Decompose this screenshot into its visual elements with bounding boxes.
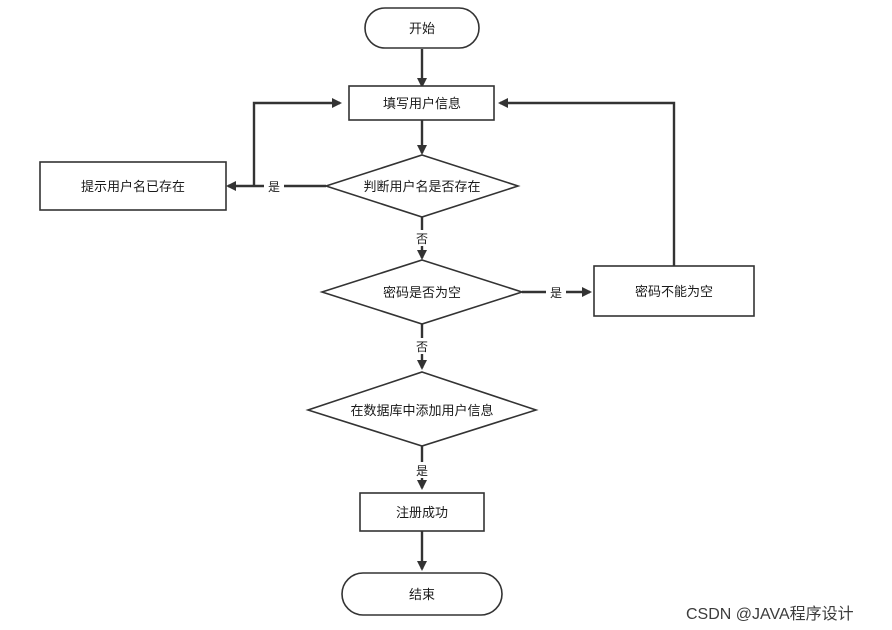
start-node (364, 7, 480, 49)
edge-label-pwd-yes: 是 (550, 286, 562, 300)
prompt-exists-label: 提示用户名已存在 (81, 179, 185, 195)
edge-label-exists-yes: 是 (268, 180, 280, 194)
pwd-empty-decision (319, 259, 525, 325)
success-node (359, 492, 485, 532)
db-add-decision (305, 371, 539, 447)
db-add-label: 在数据库中添加用户信息 (350, 403, 493, 419)
edge-label-pwd-no: 否 (416, 340, 428, 354)
pwd-cannot-empty-label: 密码不能为空 (635, 284, 713, 300)
edge-prompt-back-to-fill (252, 98, 342, 186)
label-bg (412, 462, 432, 478)
end-node (341, 572, 503, 616)
success-label: 注册成功 (396, 506, 448, 521)
edge-label-db-yes: 是 (416, 464, 428, 478)
fill-info-label: 填写用户信息 (383, 96, 461, 112)
check-exists-label: 判断用户名是否存在 (363, 179, 480, 195)
edge-label-exists-no: 否 (416, 232, 428, 246)
pwd-empty-label: 密码是否为空 (383, 285, 461, 301)
label-bg (264, 178, 284, 194)
pwd-cannot-empty-node (593, 265, 755, 317)
watermark-text: CSDN @JAVA程序设计 (686, 606, 854, 623)
prompt-exists-node (39, 161, 227, 211)
end-label: 结束 (409, 588, 435, 603)
start-label: 开始 (409, 22, 435, 37)
label-bg (412, 338, 432, 354)
label-bg (546, 284, 566, 300)
check-exists-decision (323, 154, 521, 218)
fill-info-node (348, 85, 495, 121)
label-bg (412, 230, 432, 246)
edge-cannot-empty-back-to-fill (498, 98, 676, 266)
